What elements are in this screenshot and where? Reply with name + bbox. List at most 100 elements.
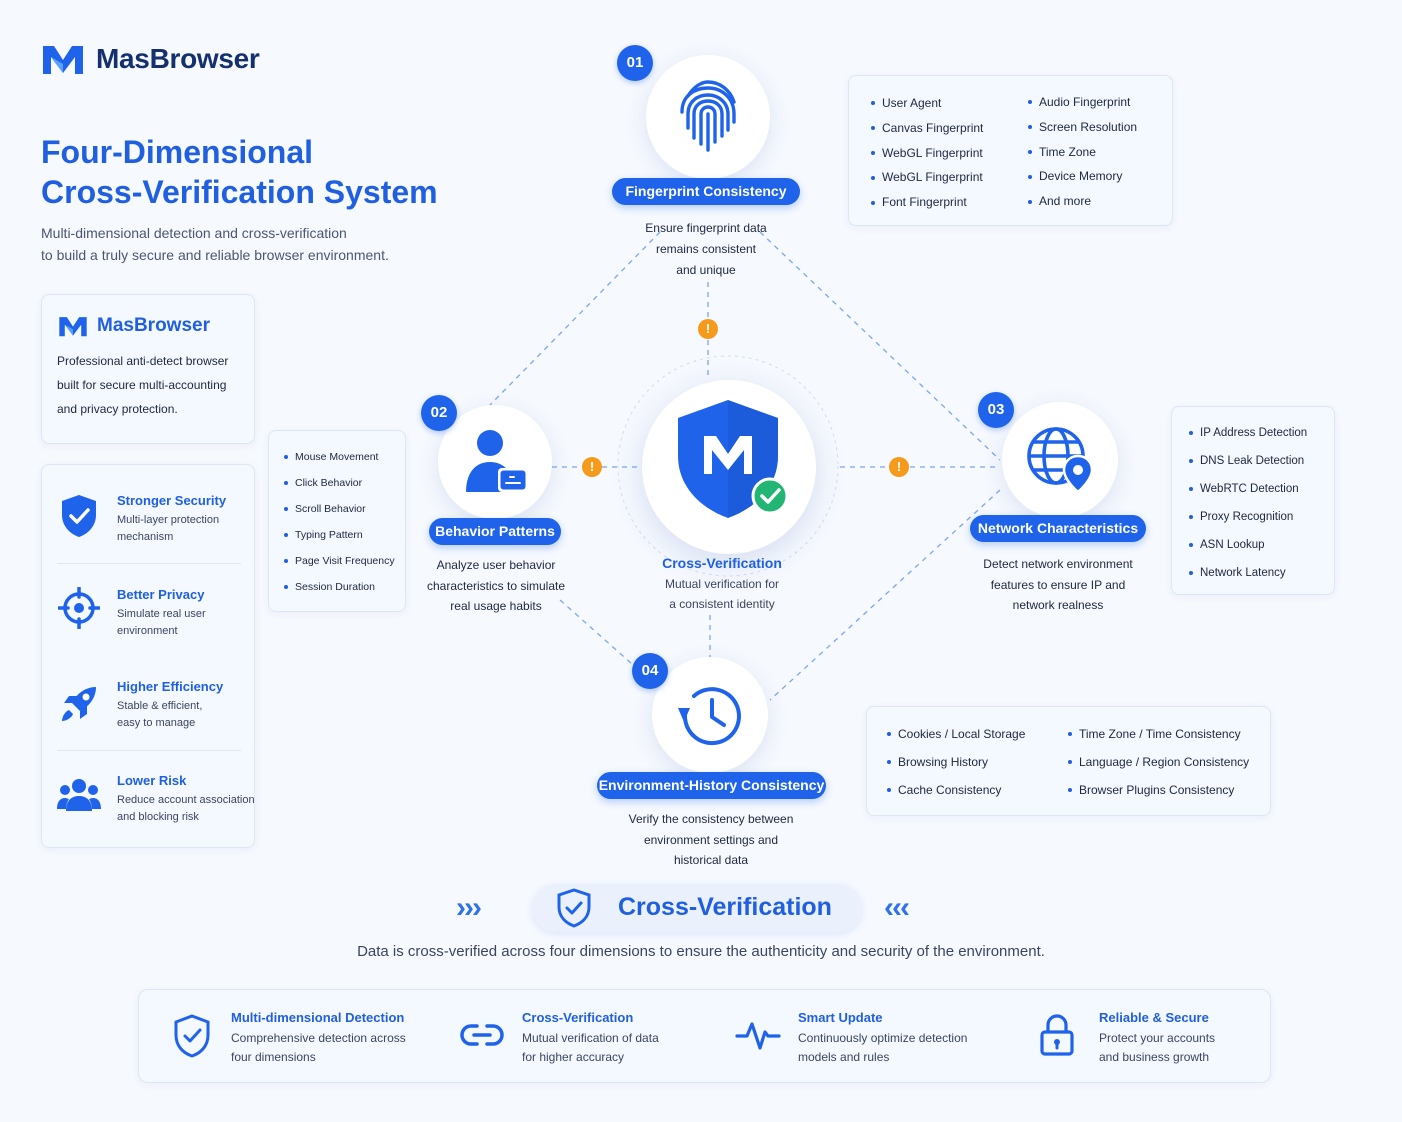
desc-line: real usage habits	[450, 599, 542, 613]
masbrowser-logo-icon	[43, 46, 83, 74]
center-title: Cross-Verification	[662, 555, 782, 571]
users-icon	[57, 779, 101, 811]
list-item: Cache Consistency	[887, 776, 1025, 804]
fingerprint-icon	[680, 80, 736, 152]
benefit-desc-line: four dimensions	[231, 1050, 316, 1064]
list-item: And more	[1028, 189, 1137, 214]
desc-line: Analyze user behavior	[436, 558, 556, 572]
environment-list-right: Time Zone / Time Consistency Language / …	[1068, 720, 1249, 804]
feature-desc-line: and blocking risk	[117, 811, 199, 823]
bottom-benefits-bar: Multi-dimensional Detection Comprehensiv…	[138, 989, 1271, 1083]
feature-title: Higher Efficiency	[117, 679, 224, 694]
environment-list-left: Cookies / Local Storage Browsing History…	[887, 720, 1025, 804]
behavior-details-card: Mouse Movement Click Behavior Scroll Beh…	[268, 430, 406, 612]
benefit-desc-line: and business growth	[1099, 1050, 1210, 1064]
behavior-patterns-label[interactable]: Behavior Patterns	[429, 518, 561, 545]
arrows-left: ›››	[456, 891, 482, 924]
feature-desc-line: Simulate real user	[117, 608, 206, 620]
list-item: Browsing History	[887, 748, 1025, 776]
feature-desc-line: easy to manage	[117, 717, 196, 729]
behavior-description: Analyze user behavior characteristics to…	[410, 555, 582, 617]
brand-card-line-1: Professional anti-detect browser	[57, 354, 229, 368]
brand-logo[interactable]: MasBrowser	[40, 40, 260, 78]
list-item: User Agent	[871, 91, 983, 116]
behavior-list: Mouse Movement Click Behavior Scroll Beh…	[284, 444, 395, 600]
masbrowser-logo-icon	[59, 317, 87, 337]
benefit-item: Multi-dimensional Detection Comprehensiv…	[231, 1010, 406, 1067]
environment-history-label[interactable]: Environment-History Consistency	[597, 772, 826, 799]
user-behavior-icon	[466, 430, 528, 492]
page-subtitle: Multi-dimensional detection and cross-ve…	[41, 222, 389, 266]
benefit-item: Smart Update Continuously optimize detec…	[798, 1010, 967, 1067]
list-item: Screen Resolution	[1028, 115, 1137, 140]
desc-line: network realness	[1012, 598, 1104, 612]
globe-location-icon	[1027, 427, 1094, 494]
network-characteristics-label[interactable]: Network Characteristics	[970, 515, 1146, 542]
warning-icon: !	[582, 457, 602, 477]
benefit-desc-line: Continuously optimize detection	[798, 1031, 968, 1045]
list-item: Device Memory	[1028, 164, 1137, 189]
brand-card-line-2: built for secure multi-accounting	[57, 378, 227, 392]
title-line-2: Cross-Verification System	[41, 174, 438, 210]
list-item: Font Fingerprint	[871, 190, 983, 215]
list-item: Time Zone / Time Consistency	[1068, 720, 1249, 748]
shield-check-icon	[62, 495, 96, 537]
feature-desc-line: Reduce account association	[117, 794, 255, 806]
feature-title: Lower Risk	[117, 773, 187, 788]
list-item: ASN Lookup	[1189, 531, 1307, 559]
network-node[interactable]	[1002, 402, 1118, 518]
feature-desc-line: Stable & efficient,	[117, 700, 203, 712]
network-details-card: IP Address Detection DNS Leak Detection …	[1171, 406, 1335, 595]
rocket-icon	[62, 687, 96, 721]
step-number-01: 01	[617, 45, 653, 81]
link-icon	[460, 1024, 504, 1046]
list-item: Time Zone	[1028, 140, 1137, 165]
title-line-1: Four-Dimensional	[41, 134, 314, 170]
divider	[57, 563, 241, 564]
behavior-node[interactable]	[438, 405, 552, 519]
subtitle-line-2: to build a truly secure and reliable bro…	[41, 247, 389, 263]
environment-details-card: Cookies / Local Storage Browsing History…	[866, 706, 1271, 816]
features-card: Stronger Security Multi-layer protection…	[41, 464, 255, 848]
list-item: Scroll Behavior	[284, 496, 395, 522]
pulse-icon	[735, 1022, 781, 1050]
desc-line: a consistent identity	[669, 597, 775, 611]
list-item: WebGL Fingerprint	[871, 165, 983, 190]
fingerprint-list-right: Audio Fingerprint Screen Resolution Time…	[1028, 90, 1137, 214]
desc-line: Verify the consistency between	[628, 812, 794, 826]
warning-icon: !	[698, 319, 718, 339]
benefit-item: Cross-Verification Mutual verification o…	[522, 1010, 659, 1067]
list-item: WebGL Fingerprint	[871, 141, 983, 166]
shield-logo-icon	[678, 400, 789, 518]
brand-card: MasBrowser Professional anti-detect brow…	[41, 294, 255, 444]
feature-title: Stronger Security	[117, 493, 227, 508]
divider	[57, 750, 241, 751]
list-item: Proxy Recognition	[1189, 503, 1307, 531]
list-item: Cookies / Local Storage	[887, 720, 1025, 748]
subtitle-line-1: Multi-dimensional detection and cross-ve…	[41, 225, 347, 241]
desc-line: historical data	[673, 853, 749, 867]
crosshair-icon	[58, 587, 100, 629]
environment-history-description: Verify the consistency between environme…	[606, 809, 816, 871]
fingerprint-list-left: User Agent Canvas Fingerprint WebGL Fing…	[871, 91, 983, 215]
desc-line: characteristics to simulate	[426, 578, 566, 593]
feature-desc-line: Multi-layer protection	[117, 514, 220, 526]
network-description: Detect network environment features to e…	[968, 554, 1148, 616]
fingerprint-consistency-label[interactable]: Fingerprint Consistency	[612, 178, 800, 205]
benefit-desc-line: for higher accuracy	[522, 1050, 625, 1064]
feature-desc-line: environment	[117, 625, 178, 637]
brand-card-name: MasBrowser	[97, 315, 210, 336]
arrows-right: ‹‹‹	[884, 891, 910, 924]
history-clock-icon	[678, 687, 741, 746]
list-item: Browser Plugins Consistency	[1068, 776, 1249, 804]
benefit-title: Smart Update	[798, 1010, 883, 1025]
fingerprint-details-card: User Agent Canvas Fingerprint WebGL Fing…	[848, 75, 1173, 226]
benefit-title: Cross-Verification	[522, 1010, 634, 1025]
benefit-title: Multi-dimensional Detection	[231, 1010, 405, 1025]
center-description: Mutual verification for a consistent ide…	[622, 574, 822, 614]
banner-caption: Data is cross-verified across four dimen…	[357, 943, 1045, 960]
desc-line: and unique	[676, 263, 736, 277]
brand-card-line-3: and privacy protection.	[57, 402, 178, 416]
benefit-item: Reliable & Secure Protect your accounts …	[1099, 1010, 1215, 1067]
